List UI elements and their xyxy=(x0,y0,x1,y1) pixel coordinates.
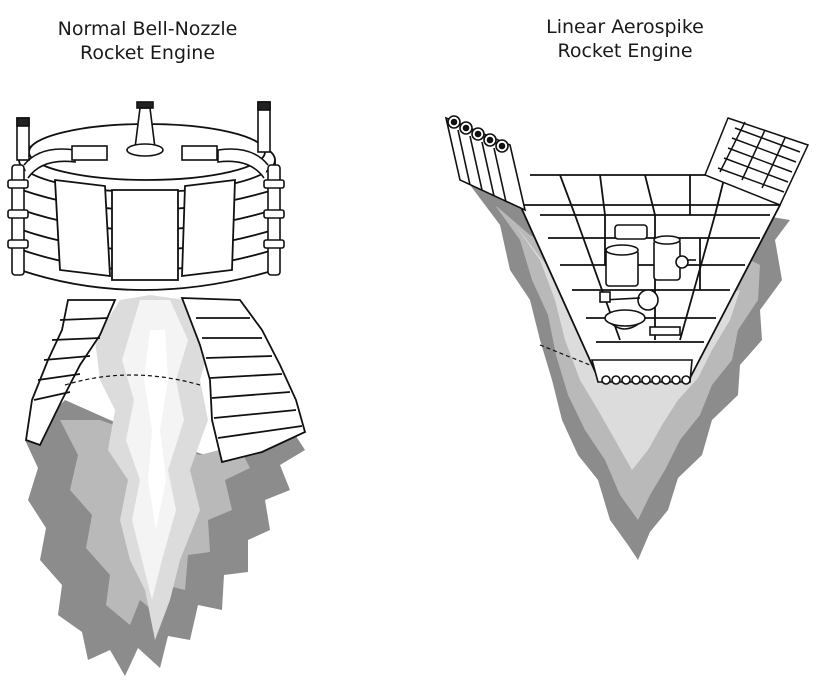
bell-nozzle-engine xyxy=(8,102,305,676)
aerospike-engine xyxy=(446,116,808,560)
aerospike-spike-base xyxy=(592,360,692,384)
spike-nozzle-ports xyxy=(602,376,690,384)
